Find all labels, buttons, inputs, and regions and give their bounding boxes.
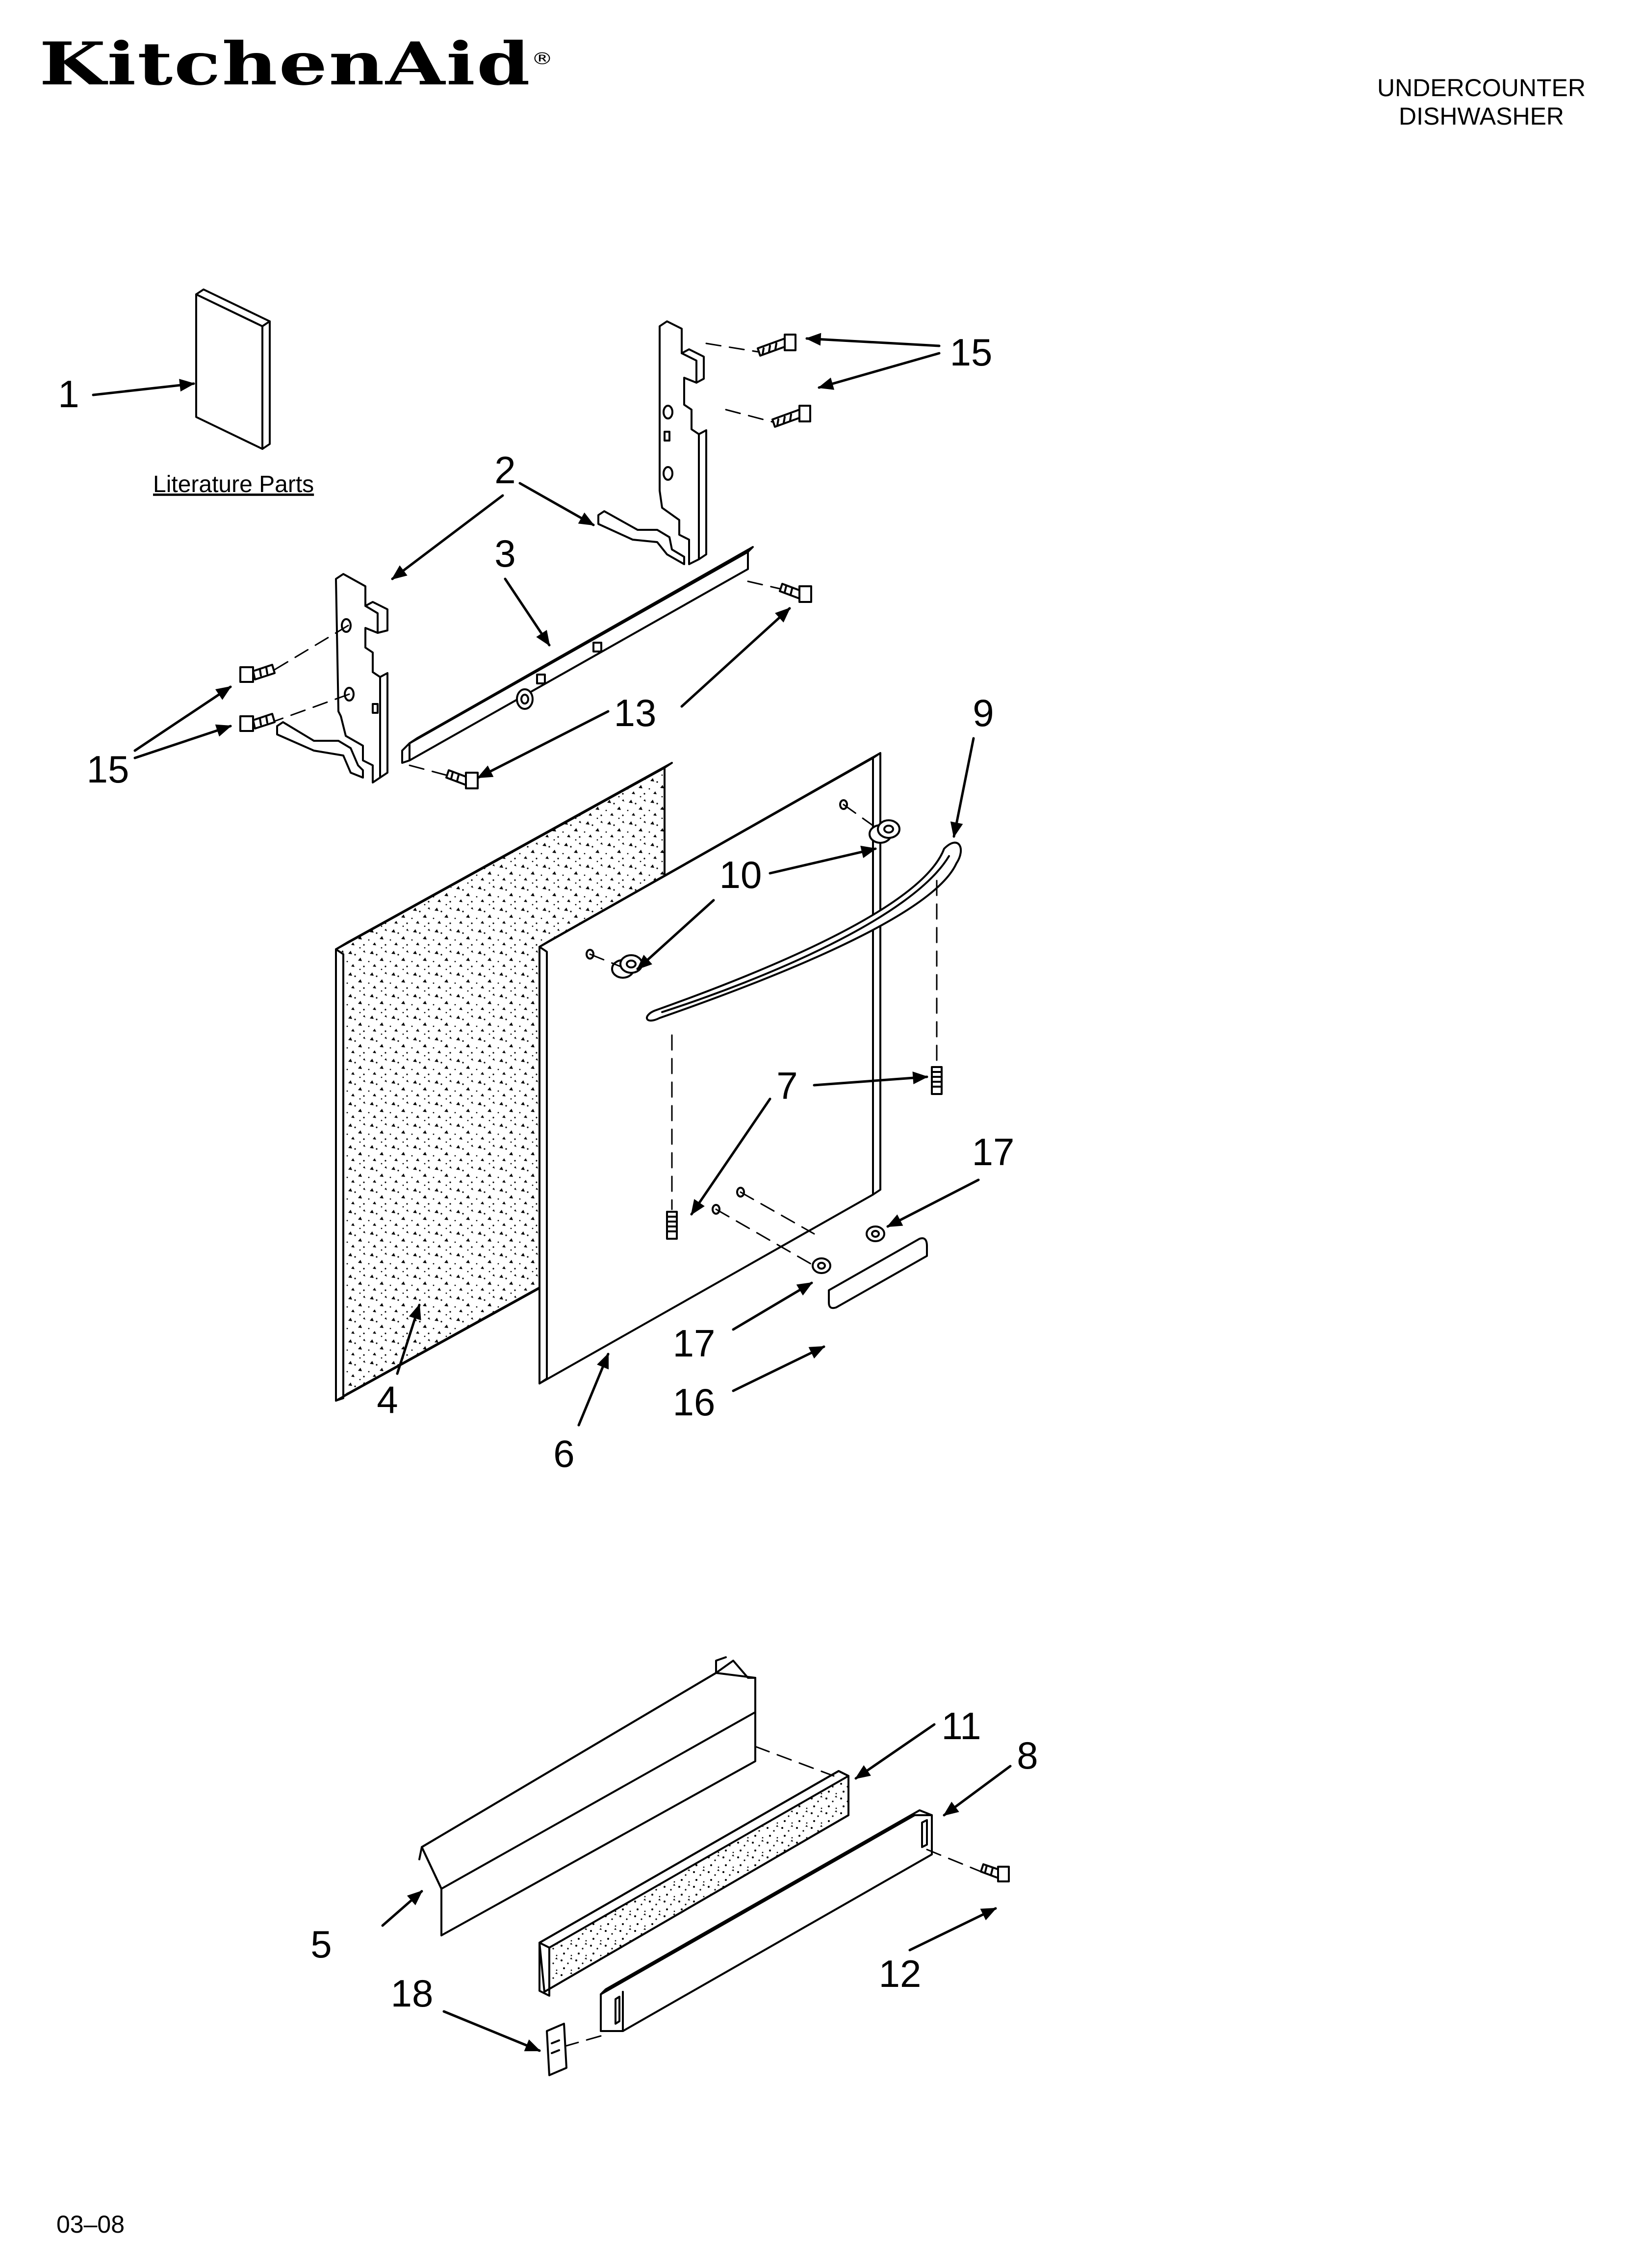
door-handle (646, 841, 962, 1022)
nut-left (812, 1257, 831, 1274)
handle-spacer-upper (869, 819, 900, 844)
leader-arrows (92, 333, 1012, 2052)
brand-name: KitchenAid (39, 29, 532, 99)
callout-8: 8 (1017, 1734, 1038, 1777)
callout-3: 3 (494, 532, 515, 575)
callout-2: 2 (494, 448, 515, 492)
threaded-stud-left (666, 1211, 678, 1240)
literature-booklet (195, 288, 271, 450)
callout-labels: 1 2 3 4 5 6 7 8 9 10 11 12 13 15 15 16 1… (58, 331, 1038, 2015)
screw-left-1 (239, 664, 276, 683)
toe-panel-bracket (418, 1656, 756, 1936)
product-title: UNDERCOUNTER DISHWASHER (1377, 74, 1586, 130)
callout-10: 10 (719, 853, 762, 896)
screw-rail-left (445, 769, 479, 789)
callout-15-top: 15 (950, 331, 993, 374)
product-title-line1: UNDERCOUNTER (1377, 74, 1586, 102)
brand-logo: KitchenAid® (39, 29, 554, 99)
toe-panel-clip (546, 2023, 567, 2076)
screw-top-2 (771, 405, 811, 428)
mounting-bracket-left (276, 573, 388, 783)
callout-15-left: 15 (87, 748, 129, 791)
callout-16: 16 (673, 1381, 716, 1424)
nut-right (866, 1225, 885, 1242)
callout-5: 5 (310, 1923, 332, 1966)
callout-17-left: 17 (673, 1322, 716, 1365)
mounting-bracket-right (597, 320, 707, 565)
callout-11: 11 (942, 1704, 981, 1747)
support-rail (401, 546, 754, 764)
screw-left-2 (239, 713, 276, 732)
callout-4: 4 (377, 1378, 398, 1421)
toe-kick-panel (600, 1809, 933, 2032)
door-panel (539, 752, 881, 1384)
registered-mark: ® (531, 49, 555, 69)
date-code: 03–08 (56, 2211, 125, 2238)
door-badge (828, 1237, 928, 1309)
callout-18: 18 (391, 1972, 434, 2015)
callout-17-right: 17 (972, 1130, 1015, 1173)
screw-top-1 (757, 334, 796, 357)
toe-screw (980, 1863, 1010, 1882)
callout-1: 1 (58, 372, 79, 416)
callout-13: 13 (614, 691, 657, 734)
literature-parts-caption: Literature Parts (153, 471, 314, 497)
assembly-lines (274, 342, 982, 2047)
callout-12: 12 (879, 1952, 922, 1995)
toe-insulation (539, 1770, 849, 1997)
screw-rail-right (779, 583, 812, 603)
product-title-line2: DISHWASHER (1398, 103, 1565, 130)
callout-7: 7 (776, 1064, 797, 1107)
callout-6: 6 (553, 1432, 574, 1475)
threaded-stud-right (931, 1066, 943, 1095)
callout-9: 9 (973, 691, 994, 734)
